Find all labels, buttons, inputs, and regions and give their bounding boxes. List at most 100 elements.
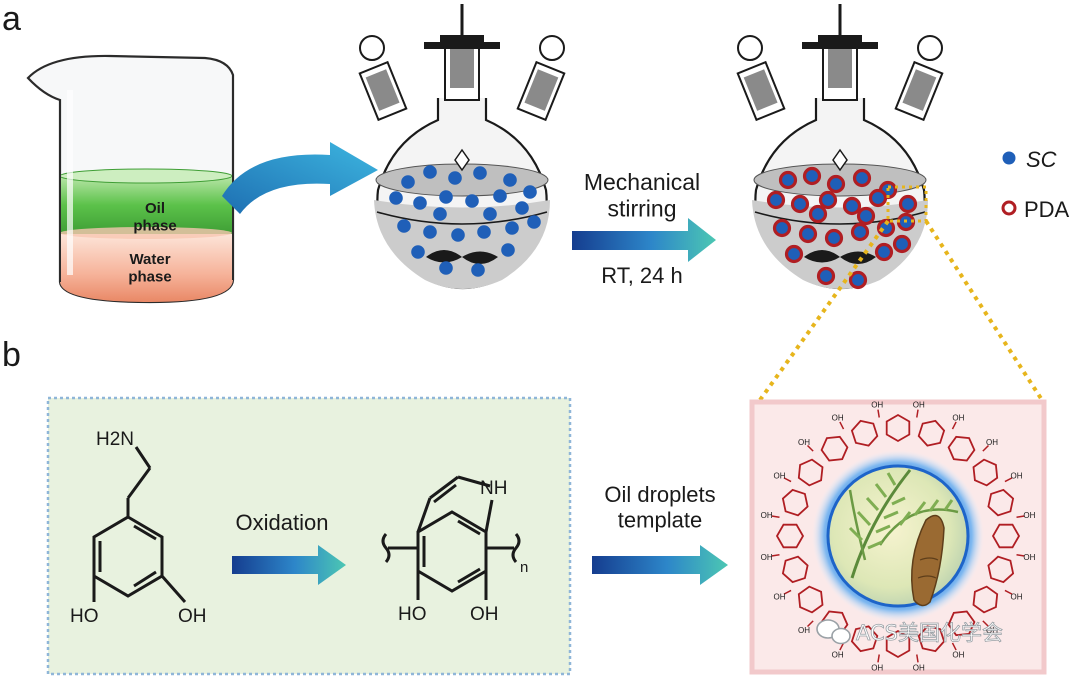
shell-bond [783,477,792,483]
sc-droplet [433,207,447,221]
shell-oh-label: OH [1011,472,1023,481]
shell-oh-label: OH [986,626,998,635]
shell-bond [1016,515,1025,518]
shell-oh-label: OH [1023,553,1035,562]
shell-hexagon [991,523,1021,549]
sc-droplet [471,263,485,277]
shell-bond [916,409,919,418]
pda-oh-left: HO [398,604,427,625]
sc-droplet [505,221,519,235]
pda-droplet [808,204,828,224]
sc-droplet [439,261,453,275]
watermark-text: ACS美国化学会 [856,621,1003,645]
shell-oh-label: OH [1011,592,1023,601]
shell-bond [951,642,957,651]
shell-oh-label: OH [952,414,964,423]
sc-droplet [439,190,453,204]
pda-droplet [898,194,918,214]
shell-hexagon [947,610,976,637]
shell-hexagon [797,458,824,487]
shell-bond [771,554,780,557]
pda-droplet [826,174,846,194]
sc-droplet [423,225,437,239]
watermark: ACS美国化学会 [816,619,1003,645]
sc-droplet [448,171,462,185]
shell-oh-label: OH [761,511,773,520]
shell-hexagon [987,555,1015,584]
amine-group: H2N [96,429,134,450]
legend-sc-marker [1002,151,1016,165]
sc-droplet [523,185,537,199]
shell-oh-label: OH [832,414,844,423]
shell-hexagon [972,458,999,487]
shell-bond [982,444,990,452]
shell-hexagon [917,625,946,653]
template-arrow [592,545,728,585]
sc-droplet [483,207,497,221]
shell-bond [877,409,880,418]
shell-bond [1004,477,1013,483]
shell-bond [1004,589,1013,595]
shell-hexagon [972,585,999,614]
shell-hexagon [917,419,946,447]
shell-oh-label: OH [871,663,883,672]
dopamine-oh-left: HO [70,606,99,627]
shell-oh-label: OH [832,651,844,660]
pda-droplet [802,166,822,186]
shell-bond [1016,554,1025,557]
chemistry-panel [46,396,572,676]
pda-oh-right: OH [470,604,499,625]
shell-oh-label: OH [986,438,998,447]
sc-droplet [401,175,415,189]
sc-droplet [465,194,479,208]
pda-droplets-group [766,166,918,290]
pda-droplet [816,266,836,286]
shell-oh-label: OH [913,663,925,672]
oxidation-arrow [232,545,346,585]
pda-droplet [798,224,818,244]
shell-hexagon [947,435,976,462]
dopamine-oh-right: OH [178,606,207,627]
pda-droplet [868,188,888,208]
sc-droplet [413,196,427,210]
dopamine-structure [92,446,187,603]
pda-droplet [778,170,798,190]
repeat-subscript: n [520,559,528,576]
shell-oh-label: OH [774,592,786,601]
pda-droplet [848,270,868,290]
shell-hexagon [885,629,911,659]
shell-oh-label: OH [798,626,810,635]
shell-oh-label: OH [761,553,773,562]
legend-pda-label: PDA [1024,197,1070,222]
sc-droplet [411,245,425,259]
pda-droplet [850,222,870,242]
shell-hexagon [850,625,879,653]
shell-hexagon [797,585,824,614]
shell-oh-label: OH [798,438,810,447]
oxidation-label: Oxidation [236,510,329,535]
sc-droplet [473,166,487,180]
sc-droplet [493,189,507,203]
sc-droplet [451,228,465,242]
wechat-logo-icon [816,619,851,645]
sc-droplets-group [389,165,541,277]
shell-hexagon [885,413,911,443]
shell-hexagon [781,555,809,584]
legend-sc-label: SC [1026,147,1057,172]
sc-droplet [423,165,437,179]
shell-bond [877,654,880,663]
pda-droplet [874,242,894,262]
shell-hexagon [781,488,809,517]
shell-oh-label: OH [871,401,883,410]
legend-pda-marker [1001,200,1017,216]
shell-oh-label: OH [952,651,964,660]
sc-droplet [397,219,411,233]
